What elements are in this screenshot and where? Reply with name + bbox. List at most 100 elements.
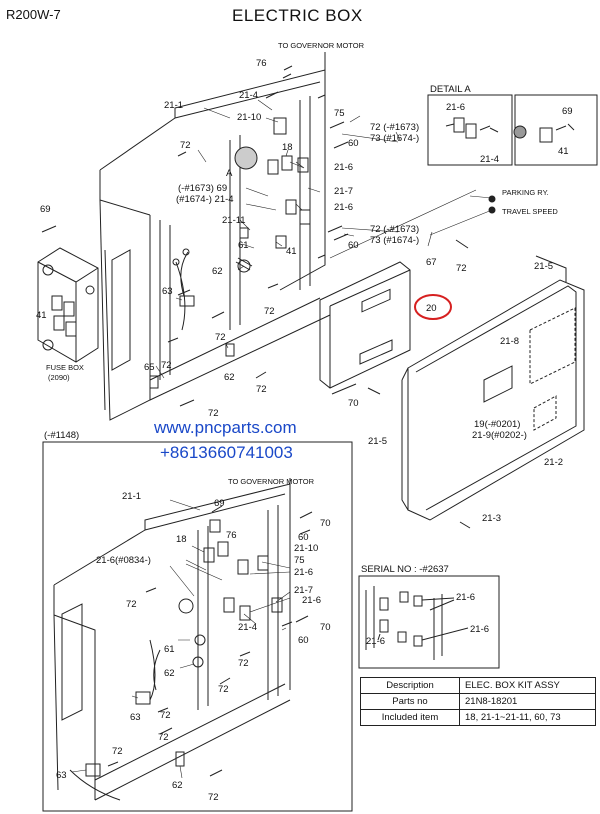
- label-62b: 62: [224, 372, 235, 383]
- table-row: Included item 18, 21-1~21-11, 60, 73: [360, 709, 596, 726]
- label-65: 65: [144, 362, 155, 373]
- label-lower-69: 69: [214, 498, 225, 509]
- label-21-5-top: 21-5: [534, 261, 553, 272]
- leader-lines-top: [155, 99, 493, 379]
- label-21-10: 21-10: [237, 112, 261, 123]
- cover-panel: [331, 255, 585, 521]
- label-72a: 72: [180, 140, 191, 151]
- label-da-69: 69: [562, 106, 573, 117]
- label-21-5-bottom: 21-5: [368, 436, 387, 447]
- watermark-phone: +8613660741003: [160, 443, 293, 462]
- table-key: Included item: [360, 709, 460, 726]
- label-67: 67: [426, 257, 437, 268]
- label-parking: PARKING RY.: [502, 188, 549, 197]
- label-lower-62a: 62: [164, 668, 175, 679]
- highlight-circle: [414, 294, 452, 320]
- model-code: R200W-7: [6, 7, 61, 22]
- label-21-6b: 21-6: [334, 202, 353, 213]
- label-lower-72f: 72: [112, 746, 123, 757]
- label-72f: 72: [208, 408, 219, 419]
- label-21-7: 21-7: [334, 186, 353, 197]
- label-lower-21-1: 21-1: [122, 491, 141, 502]
- label-21-1: 21-1: [164, 100, 183, 111]
- label-lower-21-6a: 21-6: [294, 567, 313, 578]
- label-fuse-box-no: (2090): [48, 373, 70, 382]
- label-75: 75: [334, 108, 345, 119]
- table-key: Description: [360, 677, 460, 694]
- label-lower-72d: 72: [160, 710, 171, 721]
- label-serial-a: 21-6: [456, 592, 475, 603]
- label-73-range-b: 73 (#1674-): [370, 235, 419, 246]
- label-70: 70: [348, 398, 359, 409]
- label-63: 63: [162, 286, 173, 297]
- table-value: 18, 21-1~21-11, 60, 73: [459, 709, 596, 726]
- label-21-4-range: (#1674-) 21-4: [176, 194, 234, 205]
- bolts-top: [41, 65, 575, 529]
- label-72b: 72: [264, 306, 275, 317]
- label-21-2: 21-2: [544, 457, 563, 468]
- label-lower-18: 18: [176, 534, 187, 545]
- label-lower-72b: 72: [238, 658, 249, 669]
- label-72-range-b: 72 (-#1673): [370, 224, 419, 235]
- fuse-box: [37, 247, 99, 363]
- label-73-range-a: 73 (#1674-): [370, 133, 419, 144]
- label-60b: 60: [348, 240, 359, 251]
- label-lower-70b: 70: [320, 622, 331, 633]
- table-row: Description ELEC. BOX KIT ASSY: [360, 677, 596, 694]
- label-69: 69: [40, 204, 51, 215]
- label-76: 76: [256, 58, 267, 69]
- label-lower-21-4: 21-4: [238, 622, 257, 633]
- label-21-8: 21-8: [500, 336, 519, 347]
- table-value: ELEC. BOX KIT ASSY: [459, 677, 596, 694]
- label-lower-72e: 72: [158, 732, 169, 743]
- label-fuse-box: FUSE BOX: [46, 363, 84, 372]
- table-key: Parts no: [360, 693, 460, 710]
- label-21-11: 21-11: [222, 215, 246, 226]
- label-21-6a: 21-6: [334, 162, 353, 173]
- label-serial-title: SERIAL NO : -#2637: [361, 564, 449, 575]
- label-lower-75: 75: [294, 555, 305, 566]
- label-lower-63b: 63: [56, 770, 67, 781]
- label-41: 41: [286, 246, 297, 257]
- label-a-mark: A: [226, 168, 233, 179]
- label-60a: 60: [348, 138, 359, 149]
- label-72c: 72: [215, 332, 226, 343]
- label-da-41: 41: [558, 146, 569, 157]
- label-lower-72g: 72: [208, 792, 219, 803]
- bolts-lower: [107, 505, 313, 777]
- label-lower-61: 61: [164, 644, 175, 655]
- label-da-21-6: 21-6: [446, 102, 465, 113]
- label-62a: 62: [212, 266, 223, 277]
- label-18: 18: [282, 142, 293, 153]
- label-lower-62b: 62: [172, 780, 183, 791]
- serial-box: [358, 575, 500, 669]
- label-61: 61: [238, 240, 249, 251]
- label-lower-governor: TO GOVERNOR MOTOR: [228, 477, 315, 486]
- label-lower-72c: 72: [218, 684, 229, 695]
- label-lower-21-10: 21-10: [294, 543, 318, 554]
- diagram-title: ELECTRIC BOX: [232, 6, 363, 25]
- label-72e: 72: [256, 384, 267, 395]
- lower-detail-box: [42, 441, 353, 812]
- serial-parts: [365, 586, 469, 660]
- label-lower-range: (-#1148): [44, 430, 79, 441]
- label-21-3: 21-3: [482, 513, 501, 524]
- label-lower-21-6b: 21-6: [302, 595, 321, 606]
- label-lower-60a: 60: [298, 532, 309, 543]
- label-governor: TO GOVERNOR MOTOR: [278, 41, 365, 50]
- table-row: Parts no 21N8-18201: [360, 693, 596, 710]
- label-72-range-a: 72 (-#1673): [370, 122, 419, 133]
- watermark-url: www.pncparts.com: [154, 418, 297, 437]
- detail-a-parts: [445, 117, 567, 143]
- label-69-range: (-#1673) 69: [178, 183, 227, 194]
- label-lower-76: 76: [226, 530, 237, 541]
- label-21-4a: 21-4: [239, 90, 258, 101]
- label-19: 19(-#0201): [474, 419, 520, 430]
- label-20: 20: [426, 303, 437, 314]
- leader-lines-lower: [71, 499, 291, 779]
- label-lower-60b: 60: [298, 635, 309, 646]
- label-travel: TRAVEL SPEED: [502, 207, 558, 216]
- label-detail-a: DETAIL A: [430, 84, 471, 95]
- table-value: 21N8-18201: [459, 693, 596, 710]
